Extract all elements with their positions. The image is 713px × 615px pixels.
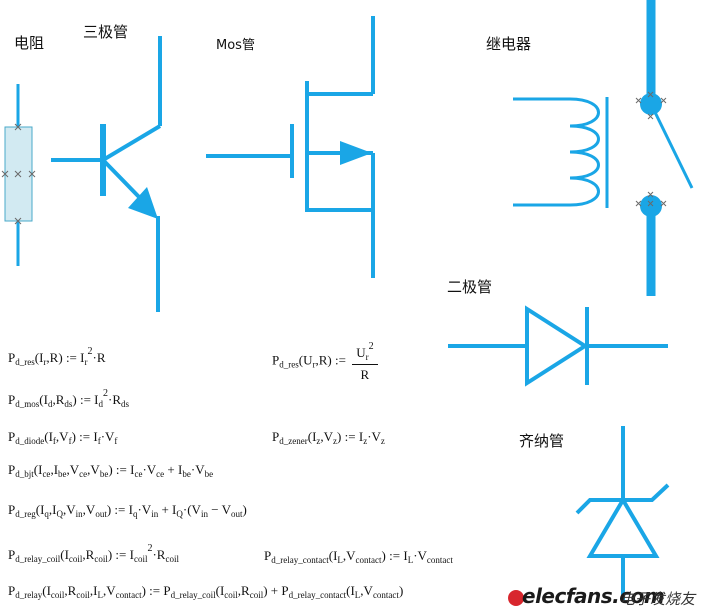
fraction: Ur2 R [352,342,378,381]
relay-contact-bottom [640,195,662,217]
formula-resistor-voltage: Pd_res(Ur,R) := Ur2 R [272,342,378,381]
mos-arrow [340,141,372,165]
relay-switch-arm [649,103,694,189]
formula-bjt: Pd_bjt(Ice,Ibe,Vce,Vbe) := Ice·Vce + Ibe… [8,462,214,479]
formula-zener: Pd_zener(Iz,Vz) := Iz·Vz [272,429,385,446]
bjt-emitter-diag [101,158,142,200]
relay-coil [569,97,600,207]
watermark-logo: elecfans.com 电子发烧友 [508,582,713,615]
formula-resistor-current: Pd_res(Ir,R) := Ir2·R [8,346,106,367]
label-mos: Mos管 [216,38,255,53]
label-relay: 继电器 [486,35,532,53]
relay-markers [635,91,667,207]
label-zener: 齐纳管 [519,432,565,450]
zener-triangle [586,496,660,558]
watermark-cn: 电子发烧友 [620,590,696,608]
watermark-text: elecfans.com [522,584,665,608]
relay-symbol [513,0,694,296]
formula-relay-coil: Pd_relay_coil(Icoil,Rcoil) := Icoil2·Rco… [8,543,179,564]
logo-dot-icon [508,590,524,606]
label-resistor: 电阻 [14,34,45,52]
diode-triangle [525,305,589,387]
label-bjt: 三极管 [83,23,129,41]
mos-symbol [206,16,375,278]
formula-relay-total: Pd_relay(Icoil,Rcoil,IL,Vcontact) := Pd_… [8,583,404,600]
relay-coil-leads [513,97,570,207]
formula-relay-contact: Pd_relay_contact(IL,Vcontact) := IL·Vcon… [264,548,453,565]
bjt-collector-diag [101,124,162,162]
formula-diode: Pd_diode(If,Vf) := If·Vf [8,429,118,446]
formula-mos: Pd_mos(Id,Rds) := Id2·Rds [8,388,130,409]
bjt-symbol [51,36,162,312]
resistor-markers [1,123,36,225]
label-diode: 二极管 [447,278,493,296]
formula-regulator: Pd_reg(Iq,IQ,Vin,Vout) := Iq·Vin + IQ·(V… [8,502,247,519]
zener-symbol [575,426,670,600]
diode-symbol [448,305,668,387]
bjt-emitter-arrow [128,187,158,219]
resistor-symbol [1,84,36,266]
